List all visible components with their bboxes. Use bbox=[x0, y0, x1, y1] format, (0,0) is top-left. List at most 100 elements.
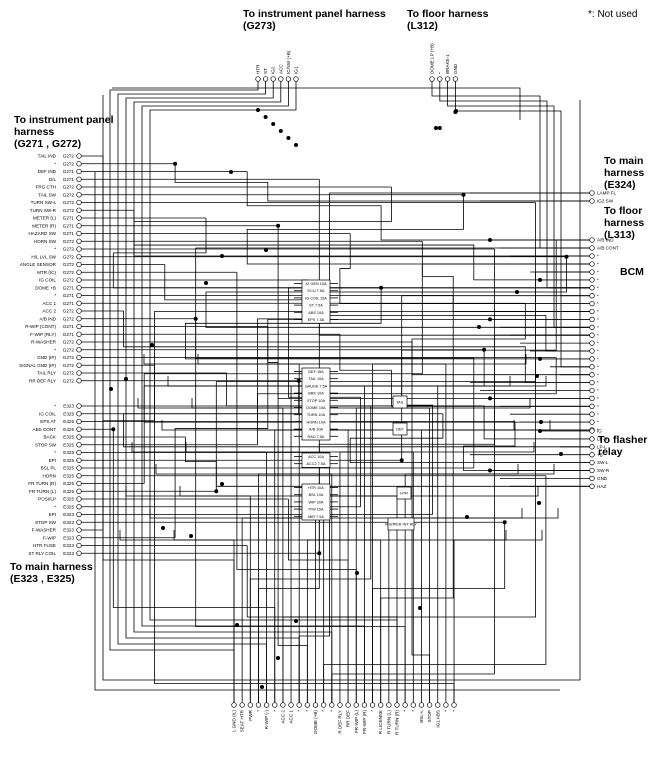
wire bbox=[339, 334, 590, 407]
junction-dot bbox=[537, 501, 541, 505]
pin-name: * bbox=[597, 293, 599, 298]
right-connector-pin bbox=[589, 475, 595, 482]
left-connector-pin bbox=[76, 480, 82, 487]
pin-code: G272 bbox=[63, 270, 75, 275]
fuse-label: GAUGE 7.5A bbox=[305, 384, 328, 388]
left-connector-pin bbox=[76, 184, 82, 190]
wire bbox=[161, 420, 349, 431]
left-connector-pin bbox=[76, 323, 82, 330]
pin-name: R LICENSE bbox=[378, 710, 383, 734]
wire bbox=[164, 264, 590, 336]
left-connector-pin bbox=[76, 153, 82, 159]
pin-name: * bbox=[597, 357, 599, 362]
left-connector-pin bbox=[76, 457, 82, 463]
header-line: (L312) bbox=[407, 20, 438, 32]
fuse-block-b bbox=[301, 367, 331, 441]
pin-name: * bbox=[411, 710, 416, 712]
bottom-connector-pin bbox=[443, 702, 449, 708]
pin-code: G272 bbox=[63, 371, 75, 376]
junction-dot bbox=[535, 374, 539, 378]
wire bbox=[133, 210, 590, 281]
junction-dot bbox=[220, 482, 224, 486]
pin-name: FR-WIP (L) bbox=[354, 710, 359, 734]
bottom-connector-pin bbox=[451, 702, 457, 708]
right-connector-pin bbox=[589, 269, 595, 275]
bottom-connector-pin bbox=[321, 702, 327, 708]
pin-name: EPI bbox=[49, 458, 56, 463]
left-connector-pin bbox=[76, 347, 82, 353]
junction-dot bbox=[418, 606, 422, 610]
junction-dot bbox=[559, 452, 563, 456]
pin-code: G271 bbox=[63, 169, 75, 174]
left-connector-pin bbox=[76, 473, 82, 479]
left-connector-pin bbox=[76, 426, 82, 432]
junction-dot bbox=[161, 526, 165, 530]
junction-dot bbox=[488, 317, 492, 322]
floor-harness-top-header: To floor harness (L312) bbox=[407, 8, 488, 32]
pin-name: TAIL IND bbox=[38, 154, 57, 159]
pin-name: A/B IND bbox=[39, 316, 56, 321]
pin-name: R TURN (R) bbox=[395, 710, 400, 735]
right-connector-pin bbox=[589, 300, 595, 307]
right-connector-pin bbox=[589, 428, 595, 434]
pin-name: * bbox=[54, 504, 56, 509]
pin-code: E323 bbox=[63, 404, 74, 409]
flasher-relay-header: To flasher relay bbox=[598, 434, 647, 458]
pin-name: TAIL SW bbox=[38, 192, 57, 197]
junction-dot bbox=[465, 515, 469, 519]
pin-name: * bbox=[54, 247, 56, 252]
pin-name: HAZ bbox=[597, 484, 606, 489]
right-connector-pin bbox=[589, 237, 595, 243]
wire bbox=[133, 187, 590, 257]
bottom-connector-pin bbox=[426, 702, 433, 708]
wire bbox=[102, 311, 590, 530]
wire bbox=[380, 295, 454, 703]
pin-code: G272 bbox=[63, 247, 75, 252]
bottom-connector-pin bbox=[402, 702, 408, 708]
pin-code: G272 bbox=[63, 192, 75, 197]
right-connector-pin bbox=[589, 190, 595, 196]
pin-name: GND bbox=[453, 63, 458, 74]
wire bbox=[102, 95, 581, 681]
fuse-label: TAIL 10A bbox=[308, 377, 324, 381]
fuse-label: ABS 10A bbox=[308, 311, 324, 315]
pin-code: G272 bbox=[63, 185, 75, 190]
wire bbox=[155, 464, 332, 475]
pin-code: G272 bbox=[63, 200, 75, 205]
header-line: (G271 , G272) bbox=[14, 138, 82, 150]
pin-code: E325 bbox=[63, 489, 74, 494]
pin-name: * bbox=[597, 333, 599, 338]
pin-name: * bbox=[597, 388, 599, 393]
pin-name: TAIL RLY bbox=[37, 371, 56, 376]
junction-dot bbox=[204, 281, 208, 285]
left-connector-pin bbox=[76, 542, 82, 549]
header-line: (E324) bbox=[604, 179, 636, 191]
junction-dot bbox=[296, 378, 301, 383]
right-connector-pin bbox=[589, 293, 595, 299]
fuse-label: MIR 7.5A bbox=[308, 515, 324, 519]
left-connector-pin bbox=[76, 434, 82, 440]
wire bbox=[195, 247, 590, 468]
pin-name: * bbox=[597, 317, 599, 322]
fuse-label: HTR 10A bbox=[308, 486, 324, 490]
junction-dot bbox=[286, 136, 291, 140]
junction-dot bbox=[271, 122, 276, 126]
left-connector-pin bbox=[76, 442, 82, 448]
left-connector-pin bbox=[76, 418, 82, 425]
relay-label: R WIPER INT RLY bbox=[385, 523, 417, 527]
pin-name: * bbox=[597, 254, 599, 259]
right-connector-pin bbox=[589, 308, 595, 315]
wire bbox=[323, 475, 547, 703]
left-connector-pin bbox=[76, 261, 82, 268]
wire bbox=[117, 81, 268, 703]
right-connector-pin bbox=[589, 316, 595, 323]
left-connector-pin bbox=[76, 449, 82, 456]
left-connector-pin bbox=[76, 161, 82, 167]
wire bbox=[94, 172, 560, 691]
right-connector-pin bbox=[589, 245, 595, 251]
pin-name: * bbox=[256, 710, 261, 712]
fuse-label: A/B 10A bbox=[309, 428, 323, 432]
junction-dot bbox=[235, 623, 239, 627]
left-connector-pin bbox=[76, 496, 82, 502]
junction-dot bbox=[109, 387, 113, 391]
